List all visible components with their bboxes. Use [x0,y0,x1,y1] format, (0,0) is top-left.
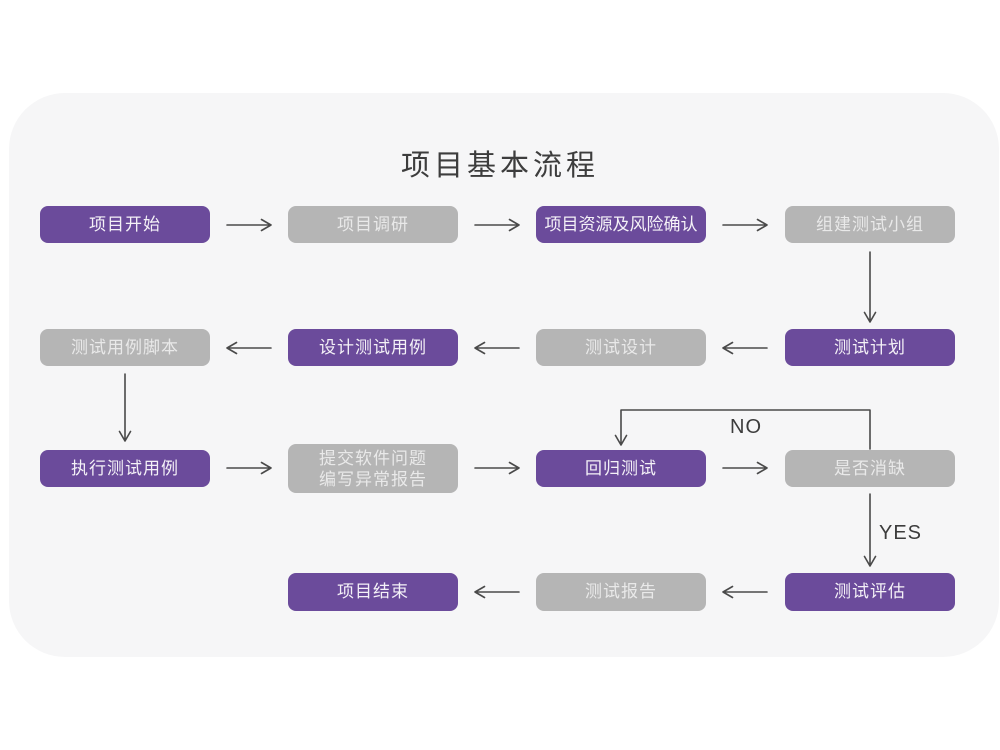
node-test-design: 测试设计 [536,329,706,366]
node-test-plan: 测试计划 [785,329,955,366]
node-label: 测试设计 [585,337,657,357]
node-label: 执行测试用例 [71,458,179,478]
node-design-test-cases: 设计测试用例 [288,329,458,366]
node-label: 测试评估 [834,582,906,601]
node-build-test-team: 组建测试小组 [785,206,955,243]
flowchart-card [9,93,999,657]
node-label: 组建测试小组 [816,214,924,234]
node-defect-cleared: 是否消缺 [785,450,955,487]
node-test-report: 测试报告 [536,573,706,611]
node-regression-test: 回归测试 [536,450,706,487]
node-label: 测试计划 [834,337,906,357]
node-project-research: 项目调研 [288,206,458,243]
node-project-start: 项目开始 [40,206,210,243]
node-label: 项目结束 [337,582,409,601]
node-execute-test-cases: 执行测试用例 [40,450,210,487]
node-resource-risk-confirm: 项目资源及风险确认 [536,206,706,243]
node-test-case-script: 测试用例脚本 [40,329,210,366]
node-project-end: 项目结束 [288,573,458,611]
node-test-evaluation: 测试评估 [785,573,955,611]
node-label: 设计测试用例 [319,337,427,357]
node-submit-issue-report: 提交软件问题 编写异常报告 [288,444,458,493]
node-label: 项目调研 [337,214,409,234]
node-label: 是否消缺 [834,458,906,478]
edge-label-yes: YES [879,522,923,544]
edge-label-no: NO [730,416,762,438]
node-label-line1: 提交软件问题 [319,448,427,468]
node-label: 测试报告 [585,582,657,601]
node-label: 项目资源及风险确认 [544,214,698,234]
node-label: 项目开始 [89,214,161,234]
diagram-title: 项目基本流程 [400,150,599,182]
node-label: 测试用例脚本 [71,337,179,357]
node-label: 回归测试 [585,458,657,478]
node-label-line2: 编写异常报告 [319,469,427,489]
